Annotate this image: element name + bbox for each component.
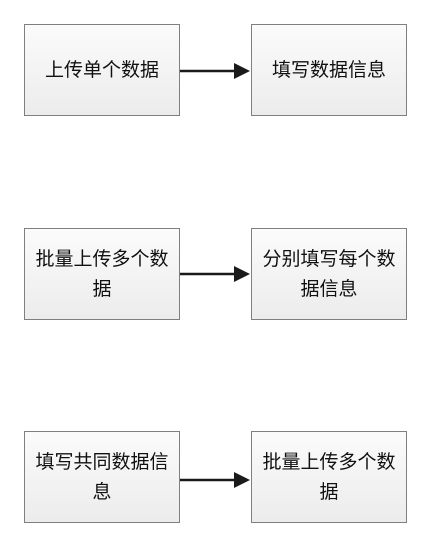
step-fill-common-info: 填写共同数据信息 [24, 431, 180, 523]
step-label: 填写共同数据信息 [35, 451, 169, 503]
step-label: 填写数据信息 [271, 59, 386, 81]
step-label: 上传单个数据 [44, 59, 159, 81]
step-batch-upload: 批量上传多个数据 [24, 228, 180, 320]
step-label: 批量上传多个数据 [35, 248, 169, 300]
step-label: 分别填写每个数据信息 [262, 248, 396, 300]
flow-arrow-icon [180, 472, 250, 488]
flow-arrow-icon [180, 63, 250, 79]
step-batch-upload-after: 批量上传多个数据 [251, 431, 407, 523]
step-label: 批量上传多个数据 [262, 451, 396, 503]
flow-arrow-icon [180, 266, 250, 282]
step-fill-each-info: 分别填写每个数据信息 [251, 228, 407, 320]
step-fill-info: 填写数据信息 [251, 24, 407, 116]
step-upload-single: 上传单个数据 [24, 24, 180, 116]
